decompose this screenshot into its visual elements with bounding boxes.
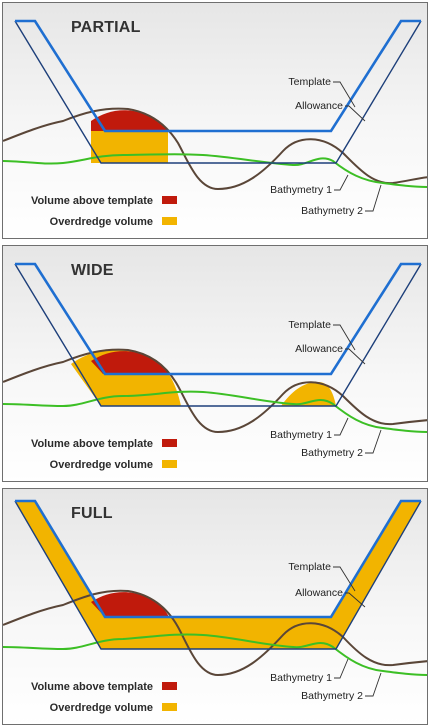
legend-swatch-overdredge — [162, 217, 177, 225]
allowance-leader — [345, 105, 366, 122]
bathymetry-2-leader — [365, 429, 382, 454]
template-leader — [333, 566, 356, 592]
bathymetry-2-leader — [365, 672, 382, 697]
bathymetry-1-label: Bathymetry 1 — [270, 429, 332, 441]
bathymetry-2-label: Bathymetry 2 — [301, 205, 363, 217]
legend-swatch-volume-above — [162, 439, 177, 447]
bathymetry-2-line — [3, 390, 427, 433]
legend-volume-above-template: Volume above template — [31, 681, 153, 693]
template-line — [15, 19, 421, 133]
template-leader — [333, 81, 356, 108]
allowance-leader — [345, 592, 366, 608]
allowance-line — [14, 500, 422, 650]
panel-full: Template Allowance Bathymetry 1 Bathymet… — [2, 488, 428, 725]
bathymetry-1-leader — [334, 658, 349, 679]
panel-title: FULL — [71, 505, 113, 522]
bathymetry-1-leader — [334, 417, 349, 436]
bathymetry-1-label: Bathymetry 1 — [270, 672, 332, 684]
template-label: Template — [288, 319, 331, 331]
overdredge-volume-area — [91, 131, 168, 163]
bathymetry-2-line — [3, 153, 427, 188]
bathymetry-2-label: Bathymetry 2 — [301, 447, 363, 459]
template-leader — [333, 324, 356, 351]
legend-swatch-overdredge — [162, 703, 177, 711]
legend-swatch-overdredge — [162, 460, 177, 468]
allowance-leader — [345, 348, 366, 365]
template-line — [15, 262, 421, 376]
panel-partial: Template Allowance Bathymetry 1 Bathymet… — [2, 2, 428, 239]
bathymetry-1-line — [3, 107, 427, 191]
legend-overdredge-volume: Overdredge volume — [50, 216, 153, 228]
panel-title: WIDE — [71, 262, 114, 279]
bathymetry-1-line — [3, 348, 427, 434]
panel-background — [3, 3, 427, 238]
allowance-label: Allowance — [295, 100, 343, 112]
legend-volume-above-template: Volume above template — [31, 438, 153, 450]
panel-title: PARTIAL — [71, 19, 141, 36]
panel-wide: Template Allowance Bathymetry 1 Bathymet… — [2, 245, 428, 482]
legend-swatch-volume-above — [162, 196, 177, 204]
bathymetry-1-label: Bathymetry 1 — [270, 184, 332, 196]
legend-swatch-volume-above — [162, 682, 177, 690]
legend-overdredge-volume: Overdredge volume — [50, 459, 153, 471]
bathymetry-2-label: Bathymetry 2 — [301, 690, 363, 702]
bathymetry-2-line — [3, 633, 427, 676]
template-label: Template — [288, 76, 331, 88]
template-label: Template — [288, 561, 331, 573]
allowance-label: Allowance — [295, 587, 343, 599]
template-line — [15, 499, 421, 619]
allowance-line — [14, 263, 422, 407]
legend-volume-above-template: Volume above template — [31, 195, 153, 207]
bathymetry-2-leader — [365, 184, 382, 212]
bathymetry-1-leader — [334, 174, 349, 191]
bathymetry-1-line — [3, 589, 427, 677]
legend-overdredge-volume: Overdredge volume — [50, 702, 153, 714]
allowance-label: Allowance — [295, 343, 343, 355]
overdredge-volume-area — [15, 501, 421, 649]
allowance-line — [14, 20, 422, 164]
